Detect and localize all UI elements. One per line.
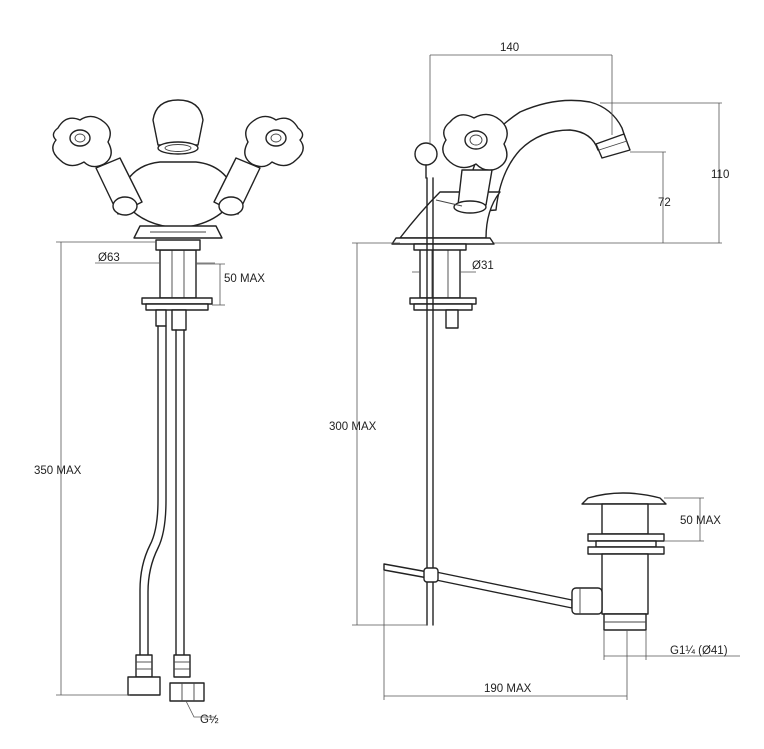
dim-thread: G½ — [200, 714, 219, 726]
side-view-dimensions — [352, 54, 740, 700]
dim-waste-reach: 190 MAX — [484, 683, 532, 695]
dim-waste-thread: G1¼ (Ø41) — [670, 645, 728, 657]
dim-front-tail-length: 50 MAX — [224, 273, 265, 285]
dim-front-diameter: Ø63 — [98, 252, 120, 264]
front-view-tails — [127, 239, 213, 702]
side-view-tap — [391, 99, 631, 245]
side-view-waste — [571, 492, 667, 631]
dim-side-reach: 140 — [500, 42, 519, 54]
dim-side-spout-height: 72 — [658, 197, 671, 209]
dim-waste-top-length: 50 MAX — [680, 515, 721, 527]
side-view-tails — [383, 177, 573, 626]
dim-side-rod-length: 300 MAX — [329, 421, 377, 433]
dimension-labels: Ø63 50 MAX 350 MAX G½ 140 110 72 Ø31 300… — [34, 42, 729, 726]
dim-front-height: 350 MAX — [34, 465, 82, 477]
front-view-tap — [52, 99, 304, 239]
dim-side-tail-diameter: Ø31 — [472, 260, 494, 272]
dim-side-total-height: 110 — [711, 169, 729, 181]
front-view-dimensions — [56, 241, 225, 718]
